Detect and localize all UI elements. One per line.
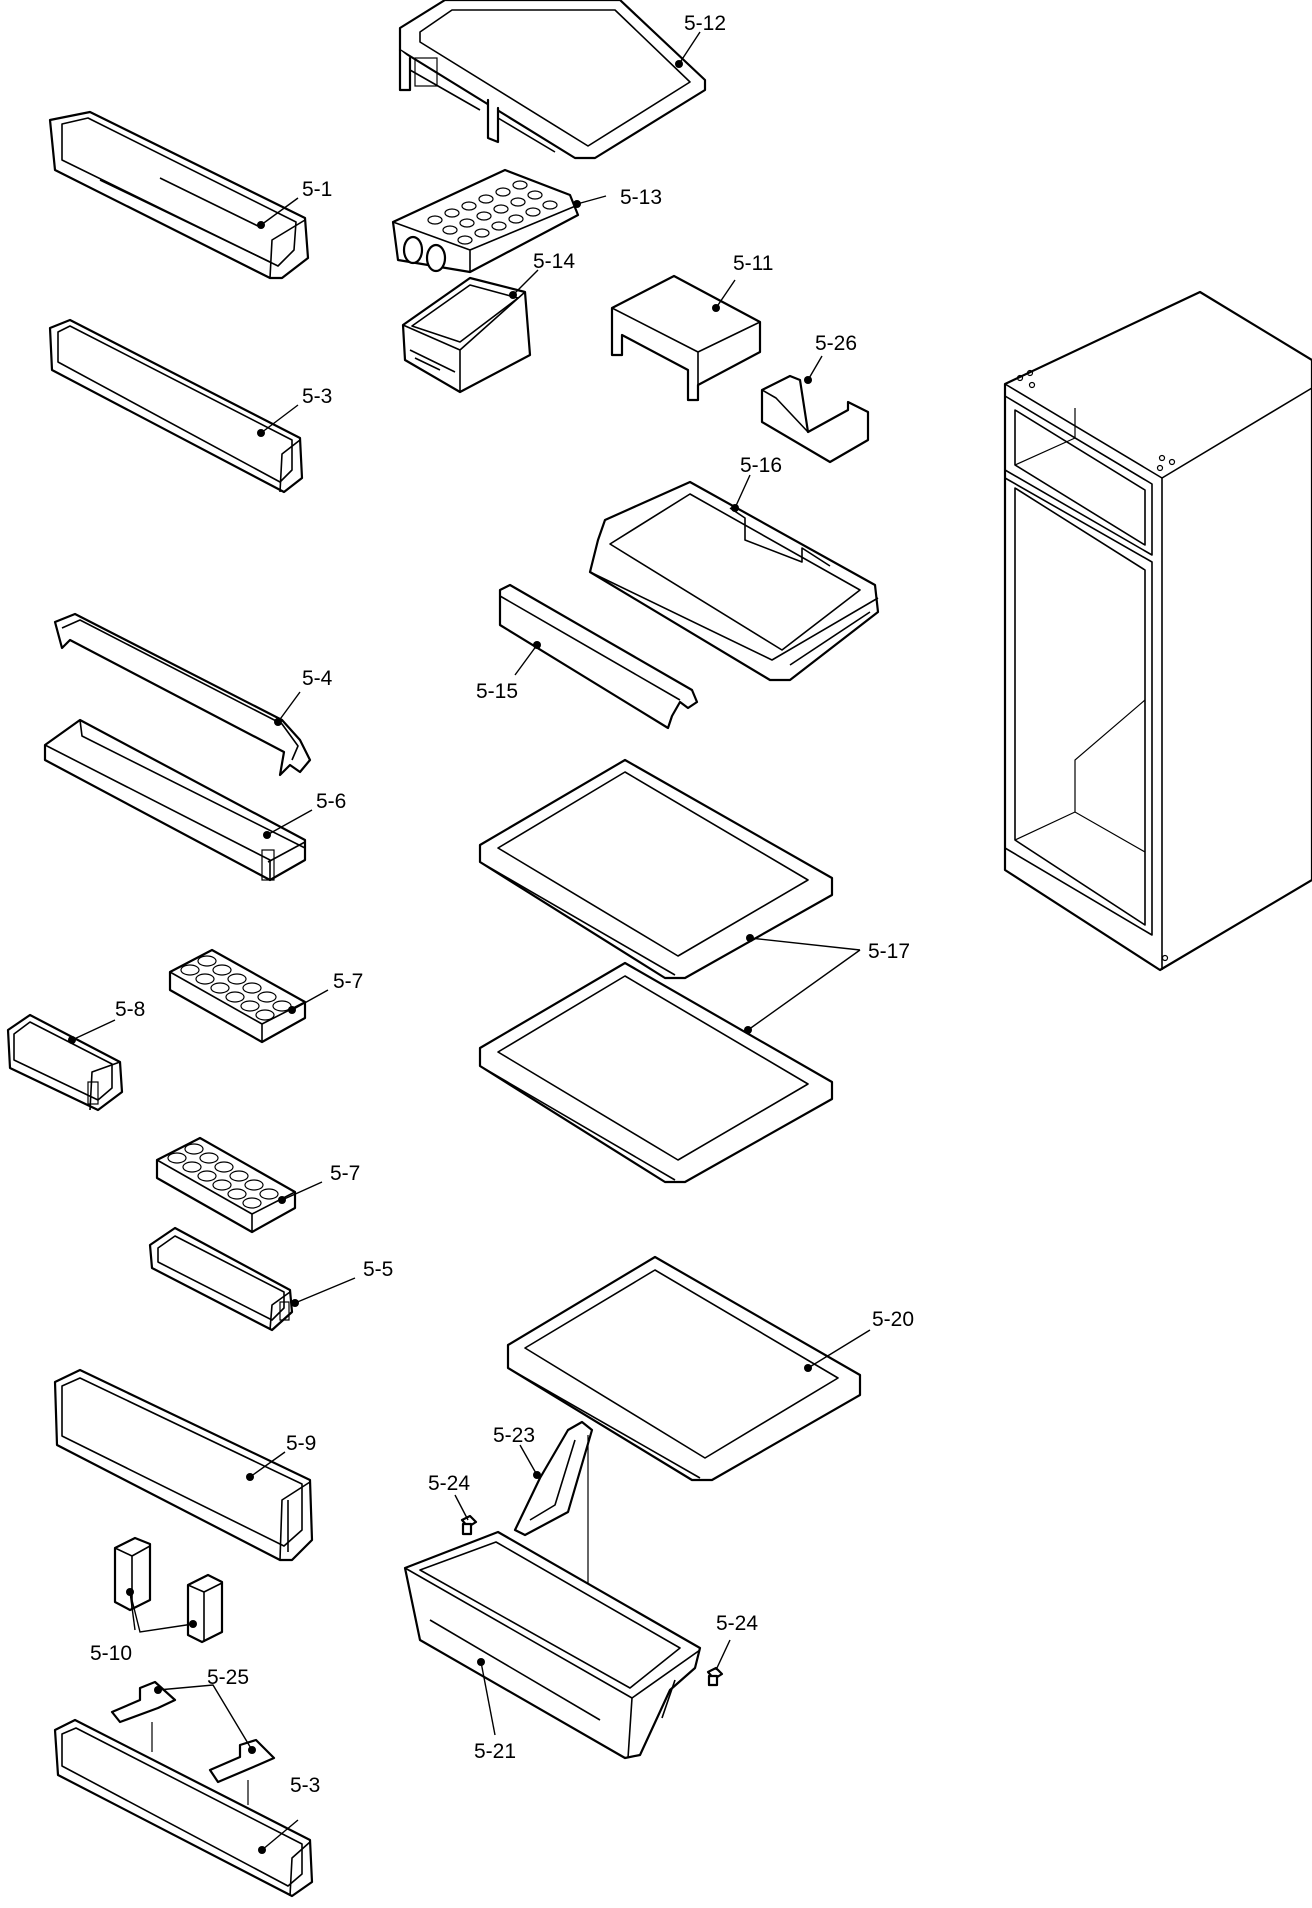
part-5-13-ice-maker <box>391 168 607 274</box>
label-5-1: 5-1 <box>302 178 332 201</box>
label-5-11: 5-11 <box>733 252 773 275</box>
label-5-23: 5-23 <box>493 1424 535 1447</box>
part-5-3-door-bin-lower <box>53 1718 314 1898</box>
part-5-7-egg-tray-lower <box>155 1136 323 1234</box>
part-5-17-glass-shelf-lower <box>478 949 861 1184</box>
label-5-26: 5-26 <box>815 332 857 355</box>
label-5-24-left: 5-24 <box>428 1472 470 1495</box>
part-5-6-long-shelf <box>43 718 313 882</box>
label-5-3-lower: 5-3 <box>290 1774 320 1797</box>
part-5-14-ice-bin <box>401 269 539 394</box>
part-5-21-crisper-drawer <box>403 1530 702 1760</box>
label-5-24-right: 5-24 <box>716 1612 758 1635</box>
part-5-10-clips <box>113 1536 224 1644</box>
label-5-9: 5-9 <box>286 1432 316 1455</box>
part-5-16-crisper-tray <box>588 474 880 682</box>
label-5-16: 5-16 <box>740 454 782 477</box>
label-5-17: 5-17 <box>868 940 910 963</box>
part-5-1-door-bin <box>48 110 310 280</box>
label-5-3-upper: 5-3 <box>302 385 332 408</box>
label-5-5: 5-5 <box>363 1258 393 1281</box>
part-5-24-fastener-right <box>706 1639 731 1687</box>
part-5-5-small-shelf <box>148 1226 356 1332</box>
part-5-3-door-bin-upper <box>48 318 304 494</box>
label-5-15: 5-15 <box>476 680 518 703</box>
label-5-25: 5-25 <box>207 1666 249 1689</box>
part-5-9-large-door-bin <box>53 1368 314 1562</box>
label-5-12: 5-12 <box>684 12 726 35</box>
label-5-20: 5-20 <box>872 1308 914 1331</box>
part-5-7-egg-tray-upper <box>168 948 329 1044</box>
part-5-11-duct-cover <box>610 274 762 402</box>
label-5-4: 5-4 <box>302 667 333 690</box>
callout-labels: 5-1 5-3 5-4 5-6 5-7 5-8 5-7 5-5 5-9 5-10… <box>90 12 914 1797</box>
part-5-20-crisper-cover <box>506 1255 871 1482</box>
part-5-15-cover-strip <box>498 583 699 730</box>
label-5-21: 5-21 <box>474 1740 516 1763</box>
part-5-23-divider <box>513 1420 594 1590</box>
label-5-7-upper: 5-7 <box>333 970 363 993</box>
label-5-7-lower: 5-7 <box>330 1162 360 1185</box>
part-5-24-fastener-left <box>454 1494 478 1536</box>
label-5-14: 5-14 <box>533 250 575 273</box>
part-5-4-bar <box>53 612 312 777</box>
part-5-26-bracket <box>760 355 870 464</box>
part-5-8-small-bin <box>6 1013 124 1112</box>
label-5-8: 5-8 <box>115 998 145 1021</box>
part-5-17-glass-shelf-upper <box>478 758 861 980</box>
label-5-10: 5-10 <box>90 1642 132 1665</box>
label-5-6: 5-6 <box>316 790 346 813</box>
refrigerator-cabinet <box>1003 290 1312 972</box>
label-5-13: 5-13 <box>620 186 662 209</box>
part-5-25-holders <box>110 1680 276 1805</box>
part-5-12-freezer-shelf <box>398 0 707 160</box>
